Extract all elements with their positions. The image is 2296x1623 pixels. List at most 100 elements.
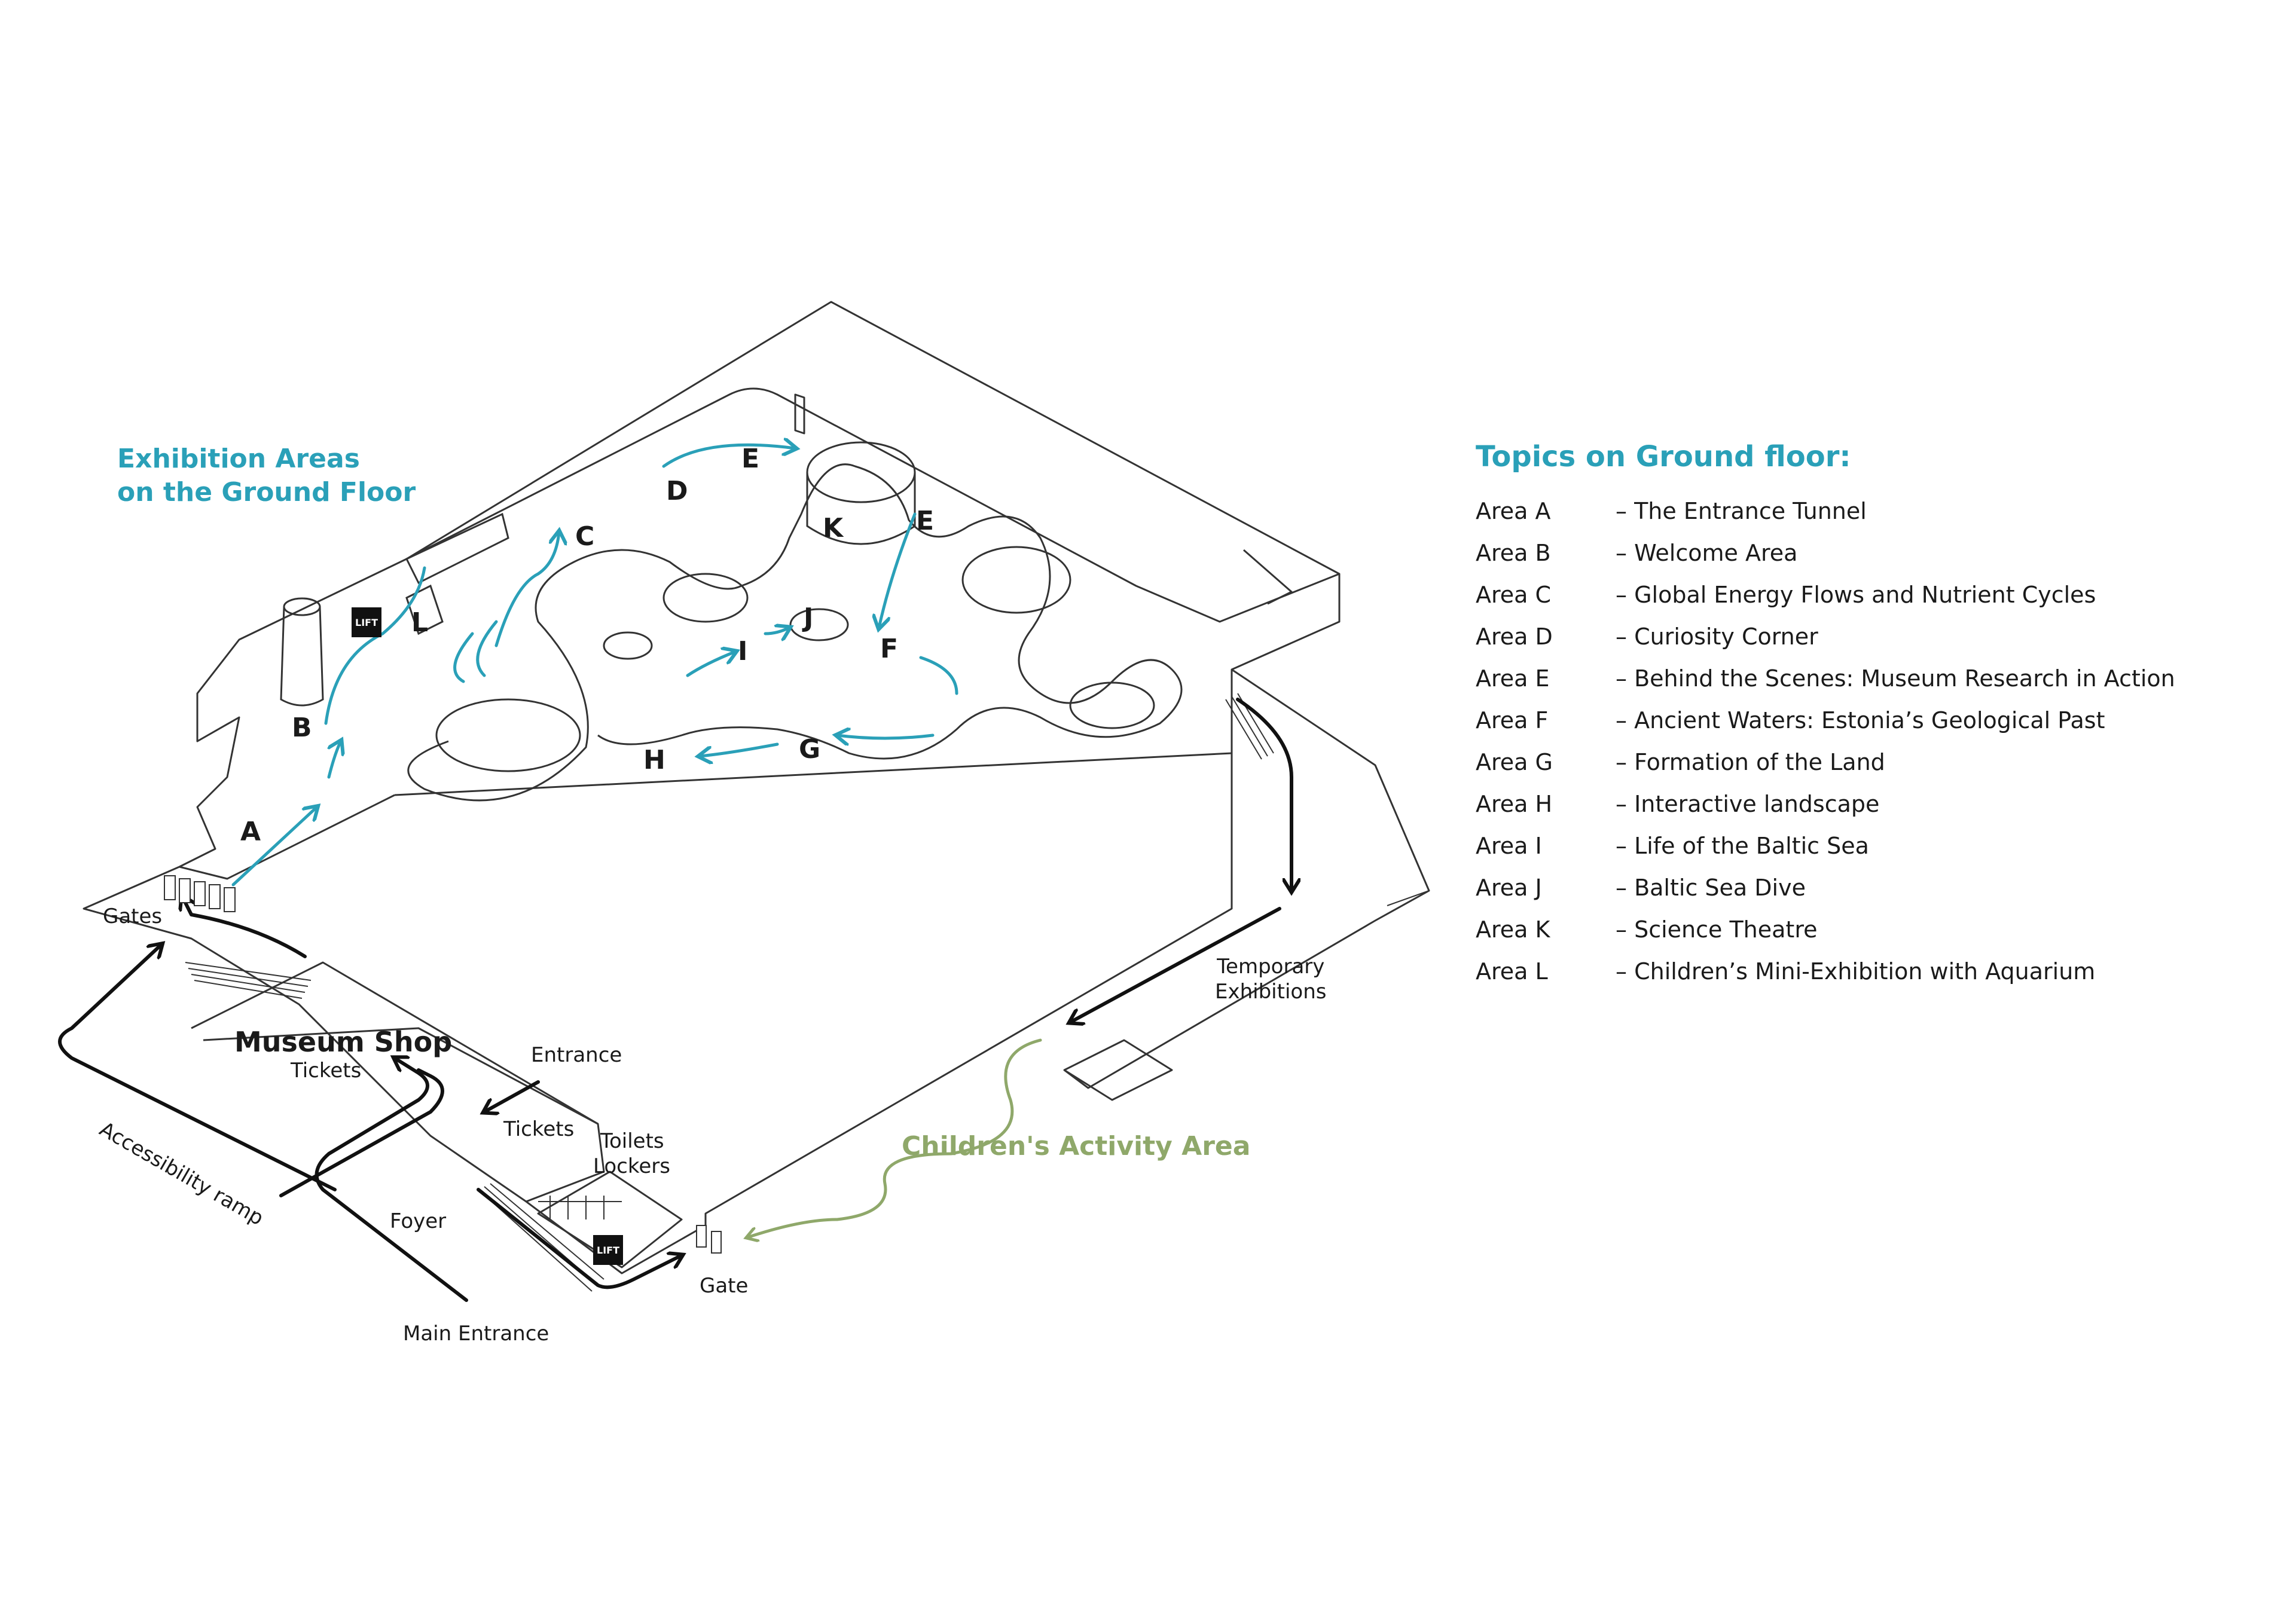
legend-list: Area A – The Entrance Tunnel Area B – Welc… bbox=[1476, 490, 2175, 992]
area-i-label: I bbox=[738, 636, 748, 667]
path-gates bbox=[182, 897, 307, 958]
area-f-label: F bbox=[880, 634, 899, 664]
legend-row: Area E – Behind the Scenes: Museum Resear… bbox=[1476, 658, 2175, 699]
area-a-label: A bbox=[240, 817, 261, 847]
area-l-label: L bbox=[411, 607, 429, 638]
lift-icon-upper: LIFT bbox=[352, 607, 381, 637]
legend-area: Area C bbox=[1476, 582, 1552, 608]
legend-topic: – Children’s Mini-Exhibition with Aquari… bbox=[1616, 958, 2096, 985]
toilets-label: Toilets bbox=[600, 1129, 664, 1153]
foyer-block bbox=[191, 961, 605, 1203]
legend-area: Area A bbox=[1476, 498, 1551, 524]
lockers-grid bbox=[538, 1196, 622, 1219]
area-b-label: B bbox=[292, 713, 312, 743]
legend-row: Area K– Science Theatre bbox=[1476, 909, 2175, 950]
legend-area: Area E bbox=[1476, 665, 1550, 692]
museum-shop-label: Museum Shop bbox=[234, 1026, 453, 1058]
temporary-line2: Exhibitions bbox=[1215, 980, 1327, 1004]
path-accessibility bbox=[58, 945, 337, 1191]
area-h-label: H bbox=[643, 745, 665, 775]
shop-room bbox=[203, 1027, 599, 1125]
wall-slot bbox=[794, 393, 805, 435]
area-e-label-top: E bbox=[741, 444, 760, 474]
stairs-annex bbox=[1387, 890, 1430, 906]
legend-row: Area H – Interactive landscape bbox=[1476, 783, 2175, 825]
lockers-label: Lockers bbox=[593, 1154, 670, 1178]
legend-area: Area K bbox=[1476, 916, 1550, 943]
children-activity-label: Children's Activity Area bbox=[902, 1131, 1251, 1162]
tunnel-l bbox=[405, 584, 444, 635]
legend-row: Area I– Life of the Baltic Sea bbox=[1476, 825, 2175, 867]
route-h bbox=[700, 742, 779, 756]
children-room bbox=[1063, 1039, 1173, 1101]
path-temporary-left bbox=[1070, 907, 1281, 1022]
area-j-pool bbox=[789, 608, 849, 641]
topics-legend: Topics on Ground floor: Area A – The Entr… bbox=[1476, 440, 2175, 992]
upper-terrace bbox=[406, 387, 1340, 623]
inner-hall bbox=[394, 670, 1233, 796]
legend-row: Area F– Ancient Waters: Estonia’s Geolog… bbox=[1476, 699, 2175, 741]
path-entrance bbox=[484, 1080, 540, 1112]
legend-topic: – Ancient Waters: Estonia’s Geological P… bbox=[1616, 707, 2105, 733]
legend-topic: – Interactive landscape bbox=[1616, 791, 1880, 817]
legend-row: Area D– Curiosity Corner bbox=[1476, 616, 2175, 658]
legend-row: Area B – Welcome Area bbox=[1476, 532, 2175, 574]
building-outline bbox=[83, 301, 1430, 1274]
route-a bbox=[231, 807, 317, 887]
children-path bbox=[747, 1038, 1042, 1237]
area-k-label: K bbox=[823, 513, 844, 543]
ramp-upper bbox=[405, 512, 509, 585]
stair-top bbox=[1243, 549, 1293, 605]
legend-area: Area D bbox=[1476, 623, 1553, 650]
tower-body bbox=[280, 606, 324, 707]
legend-row: Area J – Baltic Sea Dive bbox=[1476, 867, 2175, 909]
area-c-label: C bbox=[575, 521, 595, 552]
route-b-c bbox=[324, 566, 426, 725]
route-f bbox=[919, 656, 958, 695]
route-c3 bbox=[453, 632, 474, 683]
area-e-label-right: E bbox=[916, 506, 935, 536]
exhibition-title-line2: on the Ground Floor bbox=[117, 477, 416, 508]
legend-title: Topics on Ground floor: bbox=[1476, 440, 1851, 473]
legend-area: Area J bbox=[1476, 875, 1542, 901]
pool-left bbox=[662, 573, 749, 623]
gate-turnstiles bbox=[164, 875, 722, 1254]
route-j bbox=[764, 628, 789, 634]
route-d bbox=[662, 445, 795, 468]
path-main bbox=[315, 1058, 468, 1302]
temporary-exhibitions-label: Temporary Exhibitions bbox=[1215, 954, 1326, 1004]
legend-area: Area L bbox=[1476, 958, 1548, 985]
pool-centre bbox=[603, 631, 653, 660]
legend-row: Area L – Children’s Mini-Exhibition with … bbox=[1476, 950, 2175, 992]
main-entrance-label: Main Entrance bbox=[403, 1322, 549, 1346]
legend-topic: – Formation of the Land bbox=[1616, 749, 1885, 775]
legend-topic: – The Entrance Tunnel bbox=[1616, 498, 1867, 524]
legend-row: Area G– Formation of the Land bbox=[1476, 741, 2175, 783]
tower-top bbox=[283, 597, 321, 616]
legend-topic: – Baltic Sea Dive bbox=[1616, 875, 1806, 901]
visitor-path bbox=[58, 698, 1292, 1302]
outer-wall bbox=[83, 301, 1341, 1274]
gates-label: Gates bbox=[103, 904, 163, 928]
route-g bbox=[837, 735, 935, 738]
exhibition-title-line1: Exhibition Areas bbox=[117, 444, 360, 474]
legend-row: Area C– Global Energy Flows and Nutrient… bbox=[1476, 574, 2175, 616]
foyer-label: Foyer bbox=[390, 1209, 447, 1233]
route-b bbox=[329, 741, 341, 779]
legend-topic: – Welcome Area bbox=[1616, 540, 1798, 566]
temporary-line1: Temporary bbox=[1217, 955, 1325, 979]
tickets-label: Tickets bbox=[503, 1117, 575, 1141]
central-landscape bbox=[407, 463, 1183, 802]
legend-area: Area I bbox=[1476, 833, 1542, 859]
legend-area: Area B bbox=[1476, 540, 1551, 566]
path-ramp bbox=[279, 1068, 444, 1197]
pool-right bbox=[961, 546, 1071, 614]
right-annex bbox=[1064, 668, 1430, 1089]
area-d-label: D bbox=[666, 476, 688, 506]
entrance-label: Entrance bbox=[531, 1043, 622, 1067]
legend-topic: – Behind the Scenes: Museum Research in … bbox=[1616, 665, 2175, 692]
area-k-cylinder bbox=[806, 441, 916, 503]
legend-area: Area H bbox=[1476, 791, 1553, 817]
exhibition-title: Exhibition Areas on the Ground Floor bbox=[117, 442, 416, 509]
